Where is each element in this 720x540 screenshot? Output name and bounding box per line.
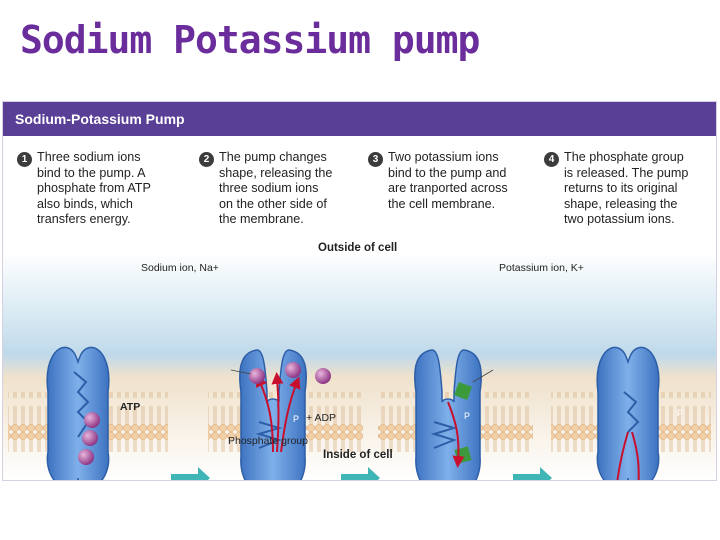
pump-figure: Sodium-Potassium Pump 1 Three sodium ion… xyxy=(2,101,717,481)
step-2-number: 2 xyxy=(199,152,214,167)
sodium-ion-released xyxy=(285,362,301,378)
p-label-2: P xyxy=(293,414,299,424)
atp-label: ATP xyxy=(120,401,140,413)
adp-label: + ADP xyxy=(306,412,336,424)
step-3-text: Two potassium ions bind to the pump and … xyxy=(388,150,538,212)
potassium-ion-label: Potassium ion, K+ xyxy=(499,262,584,274)
sodium-ion xyxy=(84,412,100,428)
sodium-ion xyxy=(82,430,98,446)
figure-header-title: Sodium-Potassium Pump xyxy=(15,111,185,127)
sodium-ion-released xyxy=(315,368,331,384)
sodium-ion xyxy=(78,449,94,465)
step-1-text: Three sodium ions bind to the pump. A ph… xyxy=(37,150,187,228)
phosphate-group-label: Phosphate group xyxy=(228,435,308,447)
p-label-3: P xyxy=(464,411,470,421)
step-4-number: 4 xyxy=(544,152,559,167)
slide-title: Sodium Potassium pump xyxy=(20,18,479,62)
figure-header-bar: Sodium-Potassium Pump xyxy=(3,102,716,136)
step-3-number: 3 xyxy=(368,152,383,167)
pump-scene xyxy=(3,252,716,480)
inside-label: Inside of cell xyxy=(323,449,393,461)
sodium-ion-label: Sodium ion, Na+ xyxy=(141,262,219,274)
step-4-text: The phosphate group is released. The pum… xyxy=(564,150,714,228)
pump-panel-1 xyxy=(47,347,109,480)
p-label-4: P xyxy=(677,408,683,418)
outside-label: Outside of cell xyxy=(318,242,397,254)
step-1-number: 1 xyxy=(17,152,32,167)
sodium-ion-released xyxy=(249,368,265,384)
step-2-text: The pump changes shape, releasing the th… xyxy=(219,150,369,228)
